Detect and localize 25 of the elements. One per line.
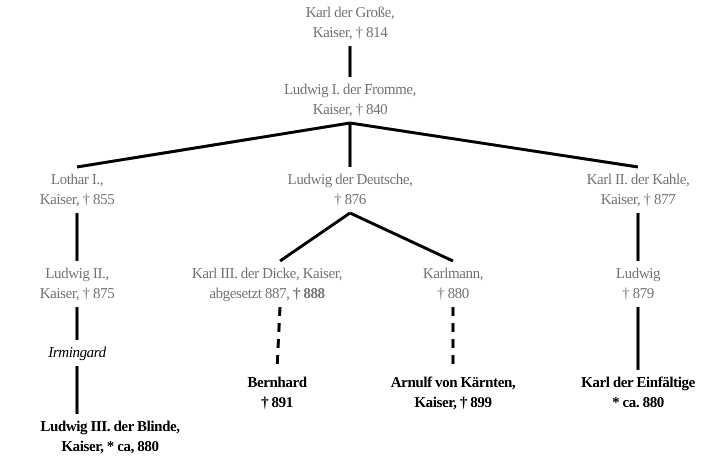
person-entry: Irmingard <box>48 340 106 366</box>
person-entry: Arnulf von Kärnten, Kaiser, † 899 <box>390 370 516 416</box>
line <box>76 307 78 340</box>
line <box>350 122 638 168</box>
person-entry: Karlmann, † 880 <box>422 261 484 307</box>
line <box>76 213 78 261</box>
line <box>348 46 352 77</box>
line <box>279 212 351 262</box>
person-entry: Ludwig II., Kaiser, † 875 <box>40 261 114 307</box>
person-entry: Bernhard † 891 <box>247 370 307 416</box>
line <box>636 213 640 261</box>
line <box>348 123 352 167</box>
person-entry: Karl II. der Kahle, Kaiser, † 877 <box>586 167 690 213</box>
person-entry: Ludwig der Deutsche, † 876 <box>288 167 412 213</box>
line <box>76 366 78 414</box>
person-entry: Ludwig III. der Blinde, Kaiser, * ca, 880 <box>40 414 180 460</box>
person-entry: Karl der Einfältige * ca. 880 <box>581 370 695 416</box>
person-entry: Ludwig I. der Fromme, Kaiser, † 840 <box>284 77 416 123</box>
person-entry: Lothar I., Kaiser, † 855 <box>40 167 114 213</box>
person-entry: Karl der Große, Kaiser, † 814 <box>306 0 394 46</box>
person-entry: Ludwig † 879 <box>616 261 660 307</box>
person-entry: Karl III. der Dicke, Kaiser, abgesetzt 887, † 888 <box>192 261 342 307</box>
line <box>636 307 640 370</box>
line <box>349 212 454 262</box>
line <box>76 122 350 168</box>
